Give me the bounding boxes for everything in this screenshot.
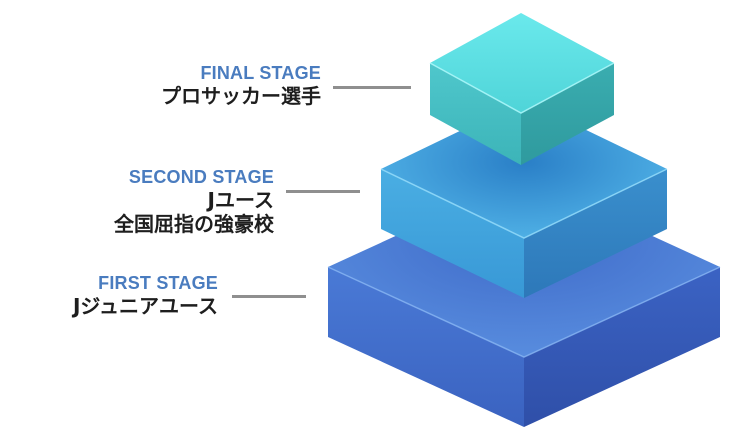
tier-first-left-face [328,267,524,427]
stage-desc-second-line1: Jユース [207,188,274,212]
tier-final-stage [429,13,615,165]
stage-desc-first: Jジュニアユース [72,294,218,318]
connector-final [333,86,411,89]
tier-final-right-face [521,63,614,165]
connector-first [232,295,306,298]
tier-final-left-face [430,63,521,165]
connector-second [286,190,360,193]
label-first-stage: FIRST STAGE Jジュニアユース [73,272,218,318]
tier-second-stage [380,100,668,298]
stage-desc-second-line2: 全国屈指の強豪校 [114,212,274,236]
tier-second-right-face [524,169,667,298]
tier-second-left-face [381,169,524,298]
label-final-stage: FINAL STAGE プロサッカー選手 [161,62,321,108]
tier-first-right-face [524,267,720,427]
stage-desc-final: プロサッカー選手 [161,84,321,108]
stage-name-first: FIRST STAGE [98,273,218,293]
label-second-stage: SECOND STAGE Jユース 全国屈指の強豪校 [114,166,274,236]
stage-name-second: SECOND STAGE [128,167,274,187]
stage-name-final: FINAL STAGE [200,63,321,83]
